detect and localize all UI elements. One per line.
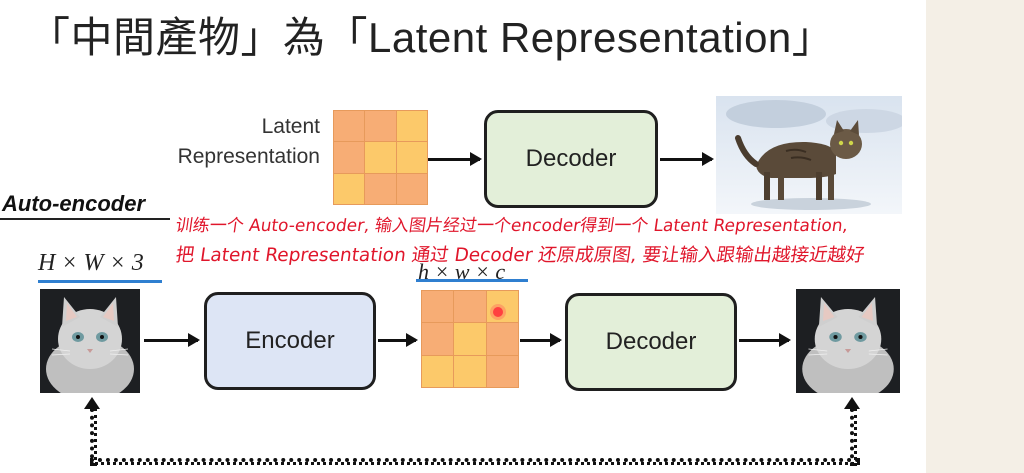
arrow-decoder-to-output xyxy=(660,152,714,166)
input-dims-label: H × W × 3 xyxy=(38,250,144,276)
grid-cell xyxy=(486,355,518,387)
grid-cell xyxy=(396,173,427,204)
latent-dims-underline xyxy=(416,279,528,282)
encoder-label: Encoder xyxy=(245,327,335,354)
encoder-box: Encoder xyxy=(204,292,376,390)
grid-cell xyxy=(334,142,365,173)
arrow-latent-to-decoder-bottom xyxy=(520,333,562,347)
arrow-latent-to-decoder xyxy=(428,152,482,166)
top-decoder-label: Decoder xyxy=(525,145,617,172)
cursor-dot xyxy=(493,307,503,317)
bottom-latent-grid xyxy=(421,290,519,388)
grid-cell xyxy=(365,173,396,204)
latent-label-line1: Latent xyxy=(261,115,320,138)
latent-representation-label: Latent Representation xyxy=(178,112,320,172)
autoencoder-label: Auto-encoder xyxy=(2,191,145,216)
grid-cell xyxy=(486,291,518,323)
walking-cat-image xyxy=(716,96,902,214)
input-dims-underline xyxy=(38,280,162,283)
feedback-arrow-left-icon xyxy=(84,397,100,409)
grid-cell xyxy=(454,355,486,387)
arrow-input-to-encoder xyxy=(144,333,200,347)
top-latent-grid xyxy=(333,110,428,205)
arrow-decoder-to-reconstruction xyxy=(739,333,791,347)
input-cat-photo xyxy=(40,289,140,393)
top-decoder-box: Decoder xyxy=(484,110,658,208)
grid-cell xyxy=(422,323,454,355)
right-margin-strip xyxy=(926,0,1024,473)
autoencoder-divider xyxy=(0,218,170,220)
feedback-loop-bottom xyxy=(90,458,860,465)
feedback-arrow-right-icon xyxy=(844,397,860,409)
slide-title: 「中間產物」為「Latent Representation」 xyxy=(28,14,835,61)
grid-cell xyxy=(365,111,396,142)
feedback-loop-right xyxy=(850,408,857,466)
walking-cat-photo xyxy=(716,96,902,214)
fluffy-cat-image xyxy=(40,289,140,393)
grid-cell xyxy=(334,173,365,204)
bottom-decoder-box: Decoder xyxy=(565,293,737,391)
grid-cell xyxy=(454,323,486,355)
fluffy-cat-image xyxy=(796,289,900,393)
grid-cell xyxy=(365,142,396,173)
reconstructed-cat-photo xyxy=(796,289,900,393)
grid-cell xyxy=(486,323,518,355)
bottom-decoder-label: Decoder xyxy=(605,328,697,355)
grid-cell xyxy=(422,355,454,387)
grid-cell xyxy=(422,291,454,323)
grid-cell xyxy=(334,111,365,142)
annotation-line2: 把 Latent Representation 通过 Decoder 还原成原图… xyxy=(174,245,867,266)
latent-label-line2: Representation xyxy=(177,145,320,168)
grid-cell xyxy=(396,111,427,142)
annotation-line1: 训练一个 Auto-encoder, 输入图片经过一个encoder得到一个 L… xyxy=(174,216,850,236)
grid-cell xyxy=(396,142,427,173)
grid-cell xyxy=(454,291,486,323)
arrow-encoder-to-latent xyxy=(378,333,418,347)
